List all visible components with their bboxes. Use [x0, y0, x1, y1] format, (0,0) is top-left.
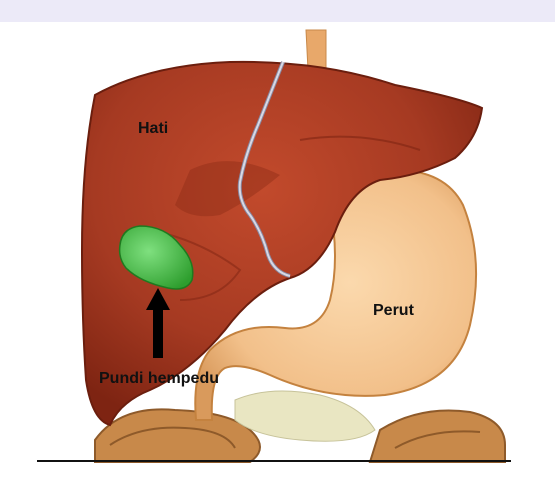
gallbladder-label: Pundi hempedu — [99, 370, 219, 388]
liver-label: Hati — [138, 120, 168, 138]
intestines — [95, 391, 505, 462]
stomach-label: Perut — [373, 302, 414, 320]
baseline-divider — [37, 460, 511, 462]
